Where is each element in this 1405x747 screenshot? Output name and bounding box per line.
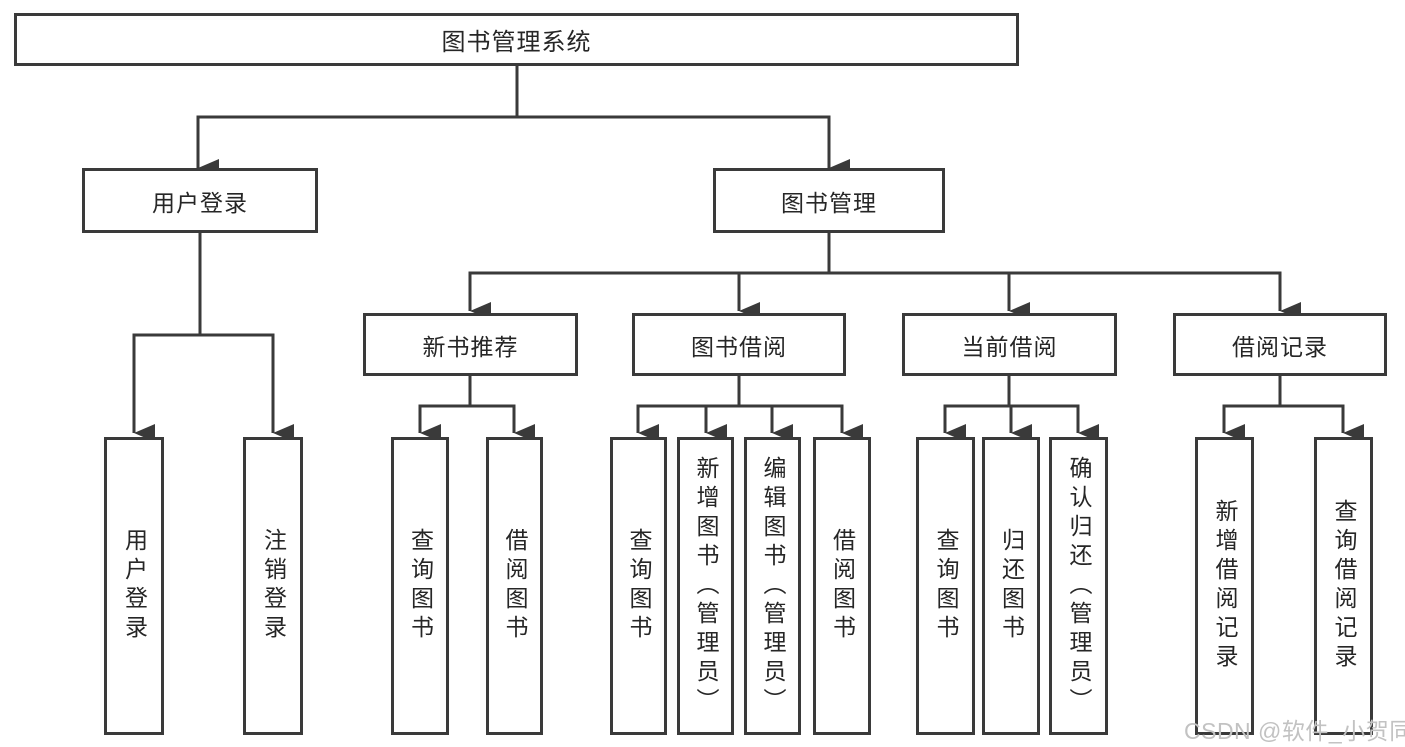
node-label: 新书推荐 (422, 333, 519, 360)
node-library-management-system: 图书管理系统 (14, 13, 1019, 66)
leaf-return-book: 归还图书 (982, 437, 1040, 735)
node-book-borrow: 图书借阅 (632, 313, 846, 376)
leaf-query-books-borrow: 查询图书 (610, 437, 667, 735)
node-label: 图书借阅 (691, 333, 787, 360)
node-label: 用户登录 (121, 528, 148, 644)
node-label: 借阅图书 (829, 528, 856, 644)
leaf-query-borrow-record: 查询借阅记录 (1314, 437, 1373, 735)
leaf-logout: 注销登录 (243, 437, 303, 735)
leaf-edit-book-admin: 编辑图书（管理员） (744, 437, 801, 735)
leaf-query-books-current: 查询图书 (916, 437, 975, 735)
node-label: 查询借阅记录 (1331, 499, 1357, 673)
node-label: 用户登录 (152, 189, 248, 216)
leaf-add-borrow-record: 新增借阅记录 (1195, 437, 1254, 735)
leaf-borrow-books: 借阅图书 (813, 437, 871, 735)
tree-edges (132, 66, 1364, 442)
leaf-add-book-admin: 新增图书（管理员） (677, 437, 734, 735)
leaf-borrow-books-recommend: 借阅图书 (486, 437, 543, 735)
node-label: 查询图书 (407, 528, 434, 644)
node-label: 查询图书 (933, 528, 959, 644)
node-label: 归还图书 (998, 528, 1025, 644)
node-label: 借阅图书 (502, 528, 528, 644)
node-label: 查询图书 (626, 528, 652, 644)
node-user-login: 用户登录 (82, 168, 318, 233)
node-borrow-records: 借阅记录 (1173, 313, 1387, 376)
node-label: 图书管理 (781, 189, 877, 216)
node-book-management: 图书管理 (713, 168, 945, 233)
node-label: 编辑图书（管理员） (760, 455, 786, 717)
node-current-borrow: 当前借阅 (902, 313, 1117, 376)
node-label: 注销登录 (260, 528, 287, 644)
node-label: 借阅记录 (1232, 333, 1328, 360)
node-label: 图书管理系统 (441, 29, 592, 56)
node-label: 新增图书（管理员） (693, 455, 719, 717)
leaf-confirm-return-admin: 确认归还（管理员） (1049, 437, 1108, 735)
leaf-query-books-recommend: 查询图书 (391, 437, 449, 735)
node-label: 当前借阅 (961, 333, 1058, 360)
leaf-user-login: 用户登录 (104, 437, 164, 735)
node-new-book-recommend: 新书推荐 (363, 313, 578, 376)
node-label: 新增借阅记录 (1212, 499, 1238, 673)
node-label: 确认归还（管理员） (1066, 455, 1092, 717)
csdn-watermark: CSDN @软件_小贺同学 (1184, 718, 1405, 744)
